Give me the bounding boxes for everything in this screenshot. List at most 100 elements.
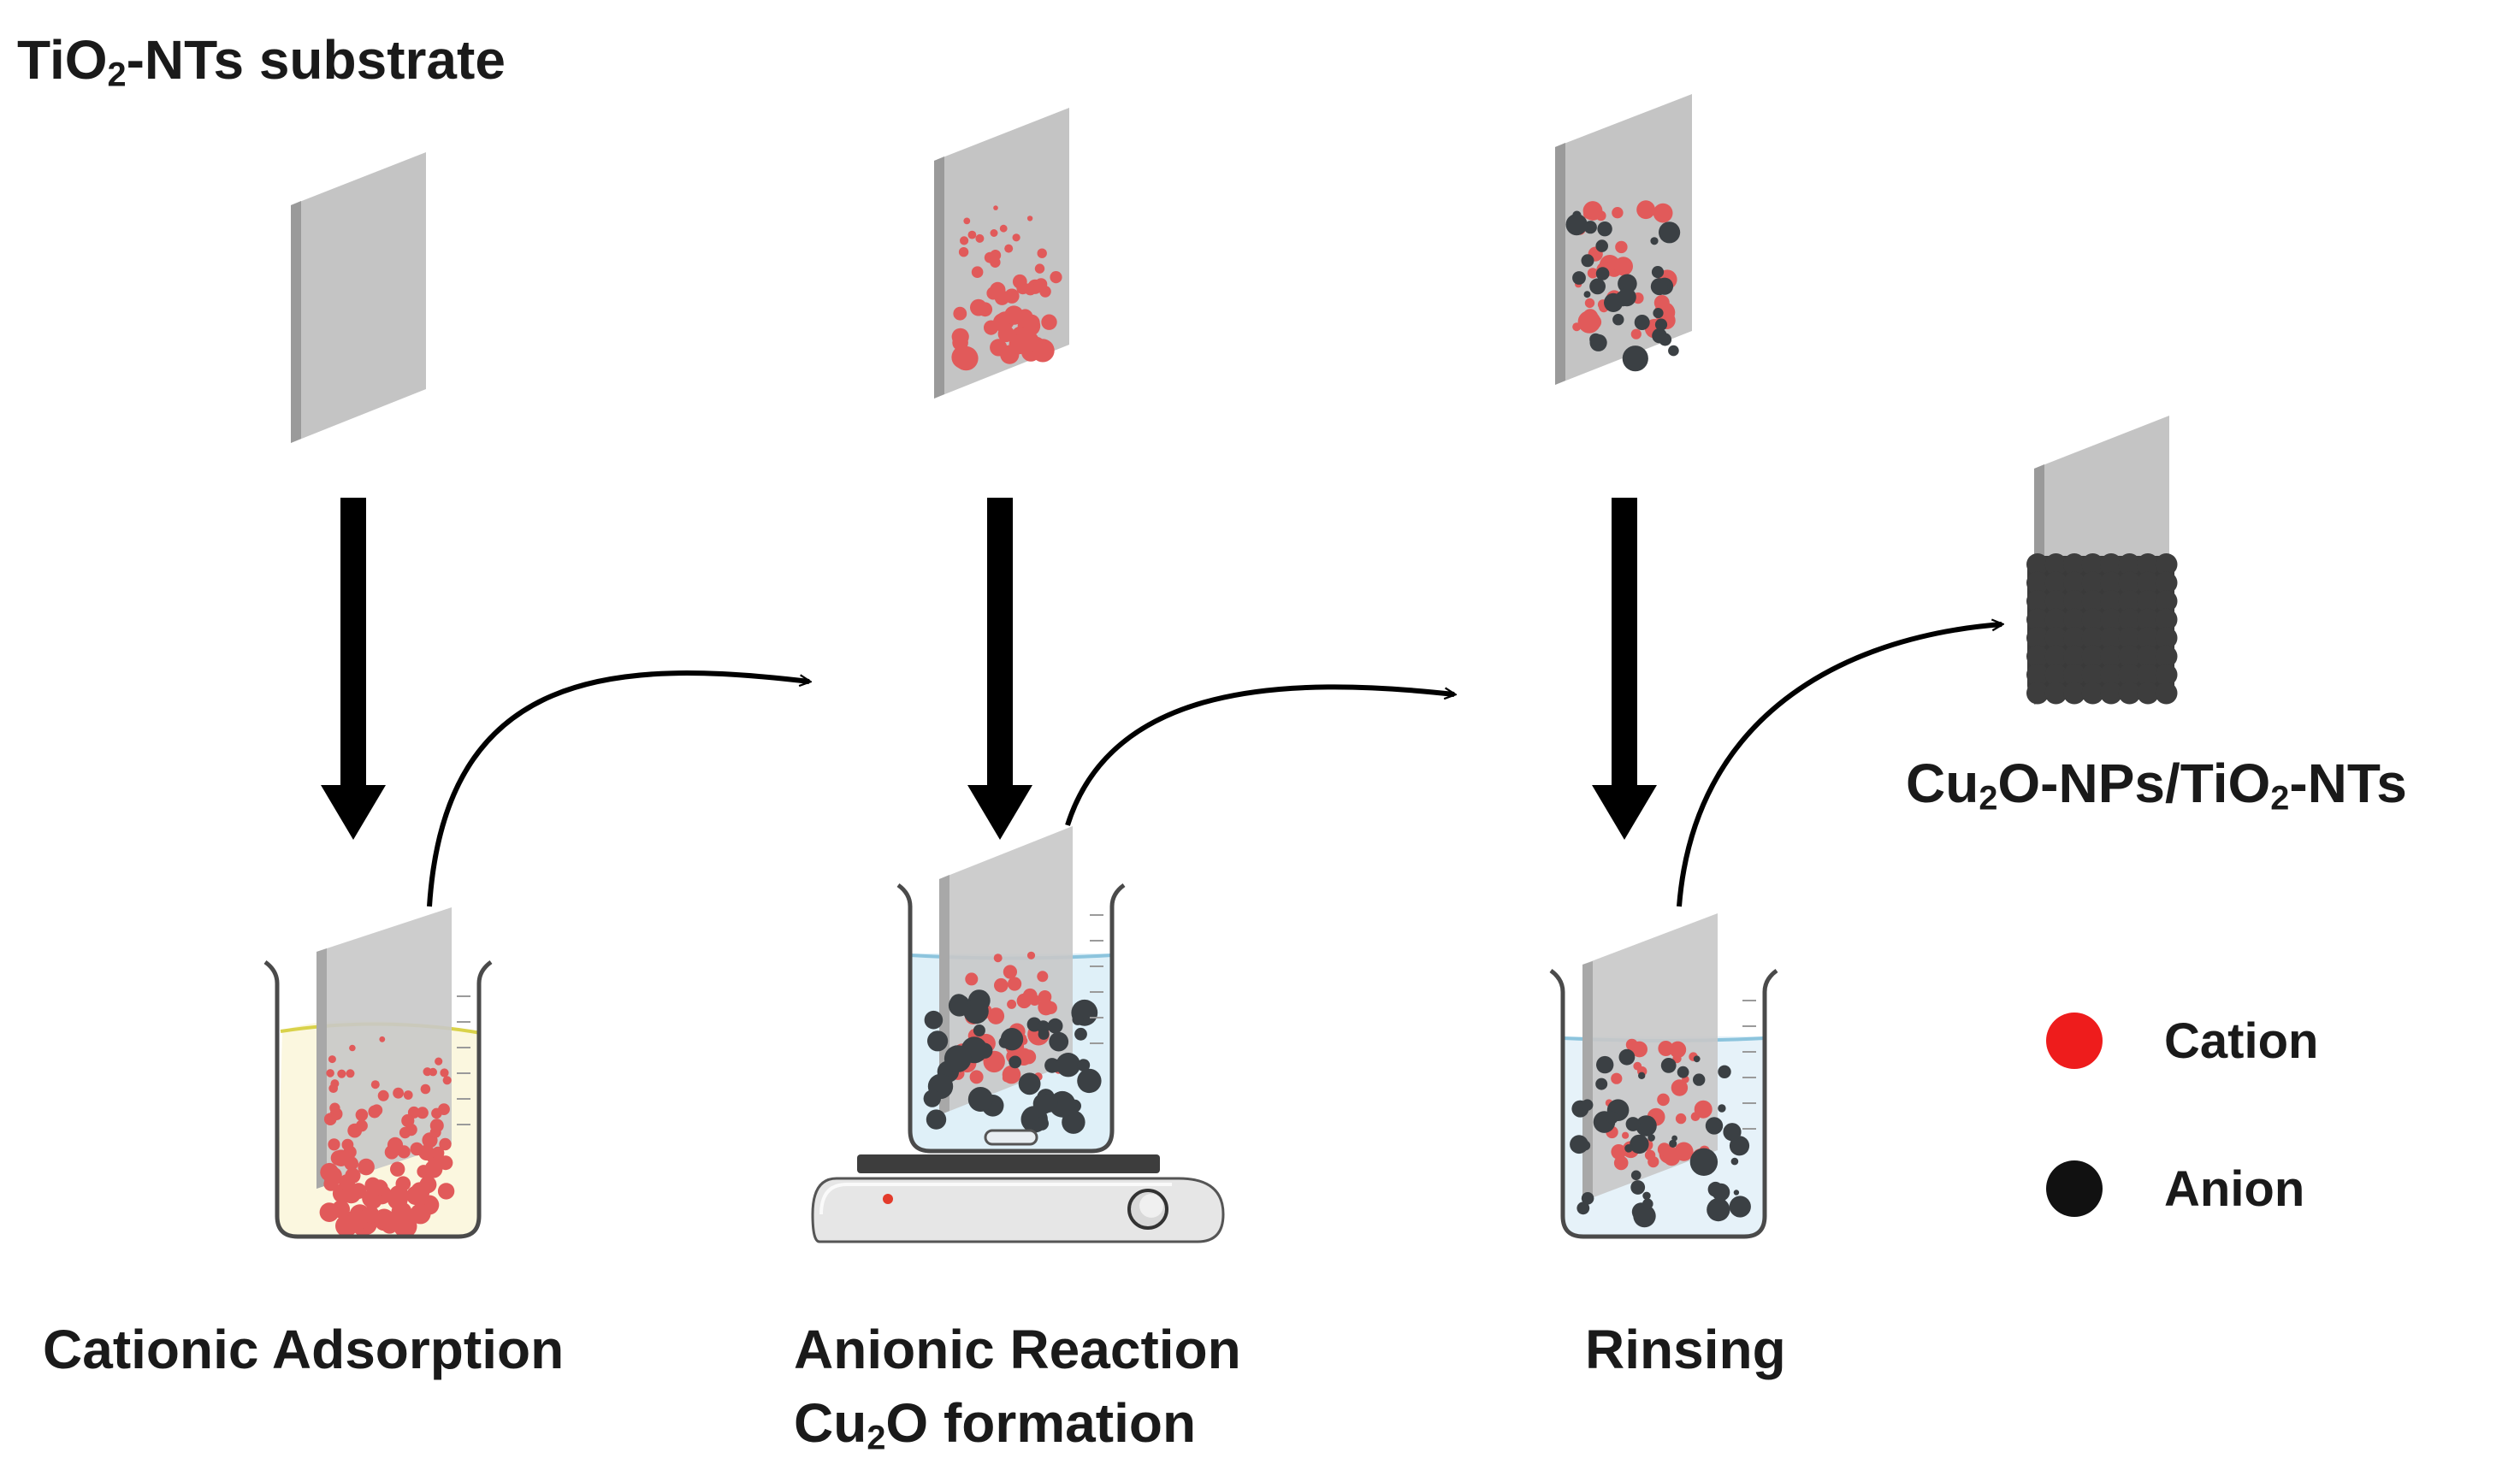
cu2o-particle: [2137, 571, 2159, 594]
cation-particle: [346, 1069, 355, 1078]
anion-particle: [1056, 1053, 1081, 1078]
cation-particle: [1004, 244, 1014, 253]
anion-particle: [1693, 1073, 1706, 1086]
cation-particle: [431, 1107, 442, 1119]
cation-particle: [1050, 271, 1062, 284]
cation-particle: [1611, 1072, 1623, 1084]
cu2o-particle: [2044, 645, 2067, 668]
cu2o-particle: [2155, 608, 2178, 631]
anion-particle: [1659, 221, 1681, 244]
cu2o-particle: [2100, 664, 2122, 686]
cu2o-particle: [2044, 664, 2067, 686]
anion-particle: [1651, 266, 1665, 279]
anion-particle: [1077, 1068, 1102, 1094]
cation-particle: [328, 1055, 336, 1064]
cation-particle: [990, 250, 1002, 261]
cu2o-particle: [2063, 553, 2085, 576]
cu2o-particle: [2155, 571, 2178, 594]
cation-particle: [1041, 314, 1057, 330]
cation-particle: [326, 1069, 334, 1078]
cation-particle: [1631, 1041, 1647, 1058]
cu2o-particle: [2137, 553, 2159, 576]
cu2o-particle: [2118, 590, 2141, 612]
cation-particle: [1037, 971, 1049, 983]
anion-particle: [1718, 1104, 1726, 1113]
anion-particle: [1630, 1134, 1649, 1154]
cation-particle: [1582, 201, 1603, 221]
cation-particle: [951, 345, 975, 369]
cation-particle: [958, 247, 969, 257]
cation-particle: [437, 1183, 455, 1200]
cation-particle: [333, 1149, 350, 1166]
anion-particle: [1733, 1190, 1740, 1196]
anion-particle: [1604, 292, 1624, 312]
cu2o-particle: [2063, 571, 2085, 594]
cation-particle: [994, 977, 1009, 993]
anion-particle: [1581, 1192, 1594, 1205]
cu2o-particle: [2100, 608, 2122, 631]
cation-particle: [1038, 999, 1055, 1016]
cu2o-particle: [2081, 590, 2104, 612]
cation-particle: [375, 1213, 393, 1231]
cu2o-particle: [2118, 645, 2141, 668]
cation-particle: [1003, 965, 1017, 979]
cu2o-particle: [2118, 553, 2141, 576]
cation-particle: [403, 1090, 413, 1100]
cation-particle: [1586, 315, 1602, 330]
cation-particle: [1007, 999, 1017, 1009]
substrate-with-cations: [934, 108, 1069, 399]
cation-particles-beaker: [319, 1036, 455, 1238]
cation-particle: [1034, 263, 1045, 274]
cation-particle: [320, 1162, 339, 1182]
anion-particle: [1647, 1134, 1655, 1142]
cation-particle: [439, 1137, 452, 1151]
cation-particle: [1613, 1155, 1629, 1171]
cu2o-particle: [2100, 553, 2122, 576]
cation-particle: [1613, 257, 1633, 276]
anion-particle: [1653, 308, 1664, 319]
cation-particle: [319, 1202, 340, 1222]
cation-particle: [975, 233, 985, 243]
anion-particle: [1595, 239, 1608, 252]
cu2o-particle: [2081, 645, 2104, 668]
cation-particle: [393, 1087, 404, 1099]
anion-particle: [1723, 1123, 1742, 1142]
anion-particle: [1581, 254, 1594, 268]
anion-particle: [1589, 333, 1602, 346]
cation-particle: [368, 1105, 382, 1119]
anion-particle: [1669, 1139, 1677, 1148]
cation-particle: [1657, 1093, 1670, 1107]
anion-particle: [1634, 315, 1650, 330]
cation-legend-dot: [2046, 1013, 2103, 1069]
step-label-rinsing: Rinsing: [1585, 1319, 1786, 1380]
transfer-arrow-1: [427, 670, 809, 907]
anion-particle: [1654, 318, 1668, 331]
cation-particle: [1021, 1049, 1037, 1065]
anion-particle: [1707, 1198, 1730, 1222]
cu2o-particle: [2118, 608, 2141, 631]
mixed-particles-beaker: [923, 951, 1102, 1134]
cu2o-particle: [2026, 571, 2049, 594]
cation-particle: [990, 339, 1008, 357]
cu2o-particle: [2081, 571, 2104, 594]
anion-particle: [1622, 345, 1648, 372]
cation-particle: [965, 972, 979, 986]
cation-particle: [990, 281, 1006, 298]
magnetic-stirrer: [811, 1154, 1225, 1243]
anion-particle: [1689, 1148, 1718, 1177]
cation-particle: [371, 1179, 388, 1196]
anion-legend-dot: [2046, 1160, 2103, 1217]
cu2o-particle: [2118, 682, 2141, 705]
anion-particle: [1595, 267, 1610, 280]
cation-particle: [377, 1089, 389, 1101]
cation-particle: [1612, 207, 1624, 219]
cation-particle: [395, 1176, 411, 1191]
cation-particle: [1572, 322, 1582, 332]
cu2o-particle: [2026, 553, 2049, 576]
anion-particle: [1660, 1058, 1677, 1073]
cu2o-particle: [2044, 571, 2067, 594]
anion-particle: [1650, 237, 1659, 245]
cation-particle: [1587, 268, 1599, 279]
substrate-with-cations-anions: [1555, 94, 1692, 385]
